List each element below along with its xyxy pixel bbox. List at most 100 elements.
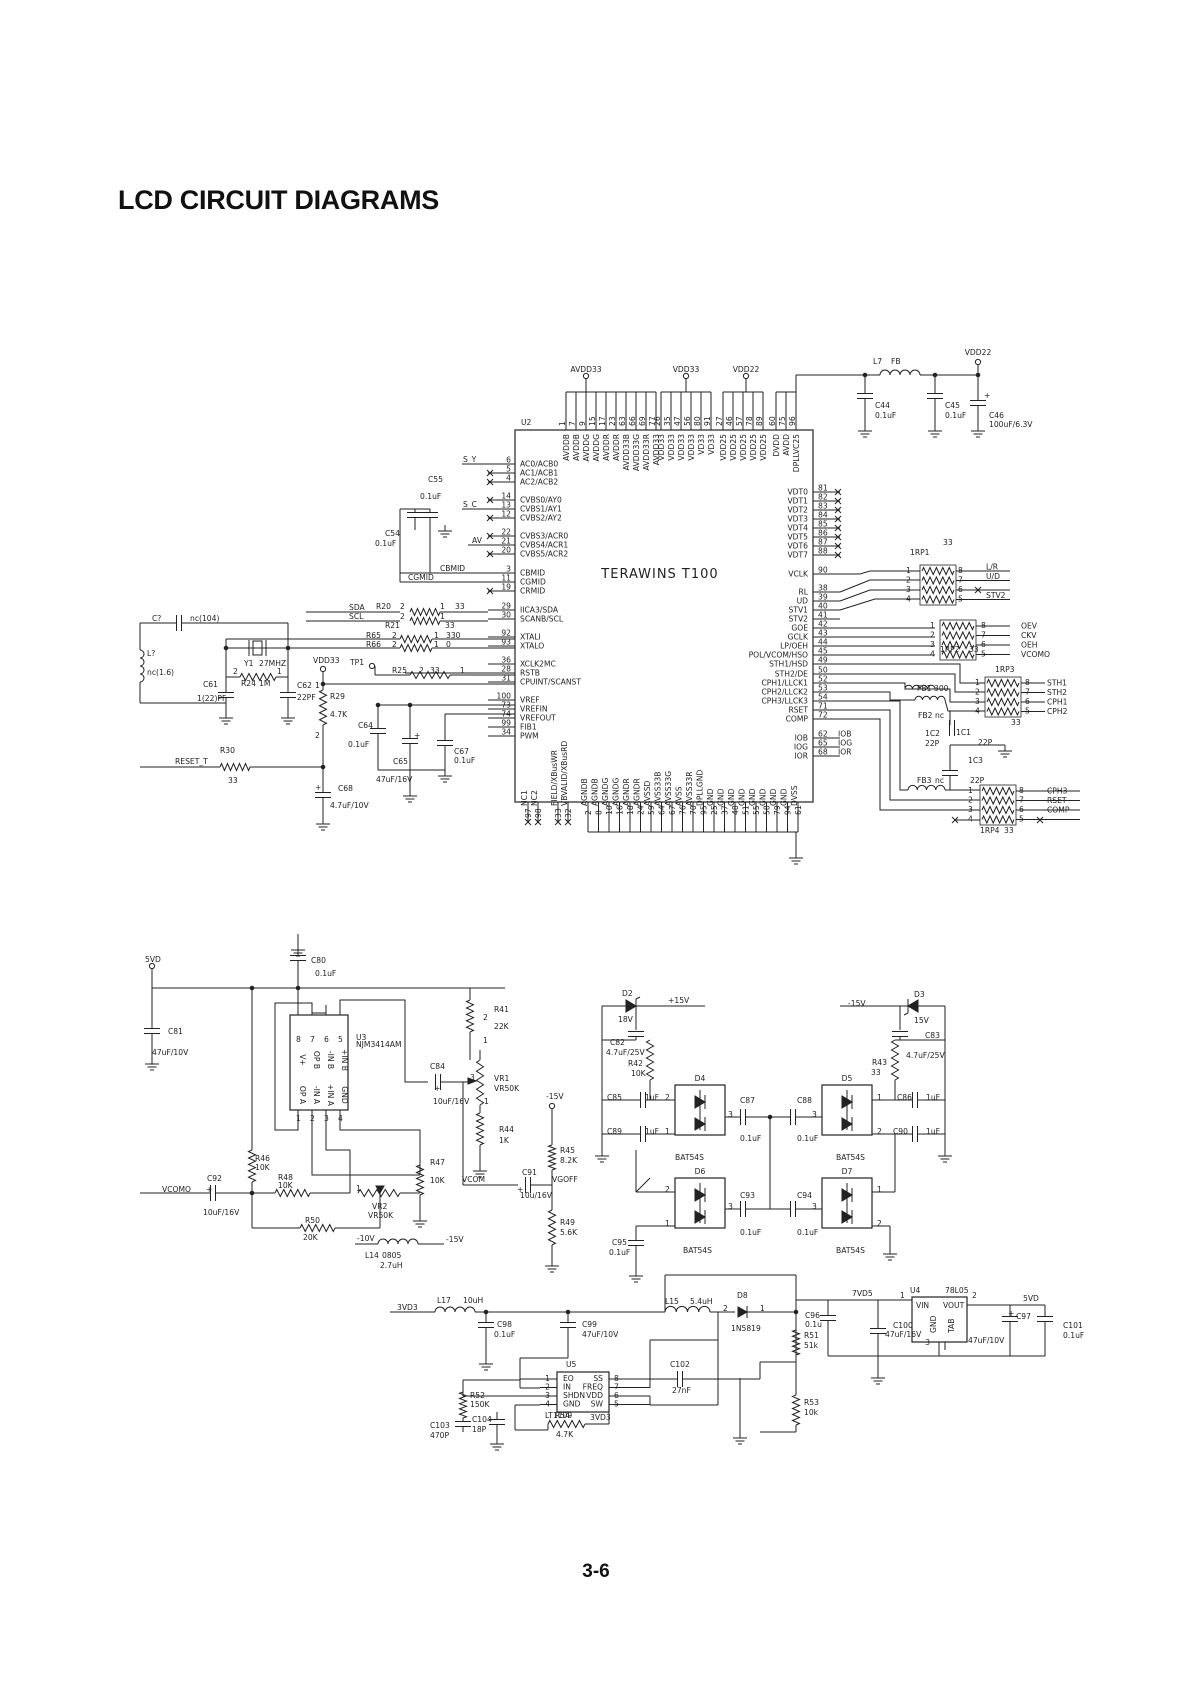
u2-bottom-pin-label: GND <box>738 788 747 806</box>
d6-pin: 1 <box>665 1219 670 1228</box>
c44-value: 0.1uF <box>875 411 896 420</box>
u2-chip-name: TERAWINS T100 <box>600 567 718 582</box>
no-connect-mark <box>534 818 542 826</box>
rp2-resistor-network <box>939 619 977 661</box>
r66-value: 0 <box>446 640 451 649</box>
u2-right-pin-number: 84 <box>818 511 828 520</box>
rp3-output-net: STH2 <box>1047 688 1067 697</box>
u2-top-pin-label: AVDD33 <box>652 434 661 465</box>
d7-pin: 2 <box>877 1219 882 1228</box>
l15-value: 5.4uH <box>690 1297 713 1306</box>
u2-top-pin-number: 63 <box>618 416 627 426</box>
rp3-output-net: CPH2 <box>1047 707 1068 716</box>
r25-value: 33 <box>430 666 440 675</box>
u4-pin-label: VOUT <box>943 1301 965 1310</box>
u5-pin-label: SW <box>591 1400 604 1409</box>
c88-ref: C88 <box>797 1096 812 1105</box>
u3-part: NJM3414AM <box>356 1040 402 1049</box>
vr1-pin-wiper: 3 <box>470 1073 475 1082</box>
u2-right-pin-label: GCLK <box>788 633 809 642</box>
d7-pin: 3 <box>812 1202 817 1211</box>
u2-bottom-pin-number: 18 <box>626 805 635 815</box>
r41-pin-b: 1 <box>483 1036 488 1045</box>
u2-left-pin-number: 21 <box>501 537 511 546</box>
d7-body <box>821 1177 873 1229</box>
u2-top-pin-label: AVDDR <box>602 433 611 461</box>
r47-resistor <box>415 1164 425 1196</box>
c86-value: 1uF <box>926 1093 940 1102</box>
u5-pin-label: SS <box>593 1374 603 1383</box>
u2-left-pin-number: 28 <box>501 665 511 674</box>
u2-right-pin-number: 72 <box>818 711 828 720</box>
power-rail-terminal <box>582 372 590 380</box>
u2-top-pin-number: 60 <box>768 416 777 426</box>
net-label-s-y: S_Y <box>463 455 477 464</box>
c82-ref: C82 <box>610 1038 625 1047</box>
fb3-value: nc <box>935 776 944 785</box>
vdd33-label: VDD33 <box>313 656 340 665</box>
u2-right-net-label: IOR <box>838 748 852 757</box>
d4-part: BAT54S <box>675 1153 704 1162</box>
r45-resistor <box>547 1144 557 1171</box>
u2-top-pin-number: 1 <box>558 421 567 426</box>
u2-left-pin-number: 31 <box>501 674 511 683</box>
u2-left-pin-label: SCANB/SCL <box>520 615 564 624</box>
wire <box>840 700 908 791</box>
u2-left-pin-number: 36 <box>501 656 511 665</box>
u3-pin-label: OP B <box>312 1051 321 1069</box>
u2-bottom-pin-number: 32 <box>564 808 573 818</box>
u2-bottom-pin-number: 79 <box>773 805 782 815</box>
rp4-resistor-network <box>979 784 1017 826</box>
u3-pin-label: -IN A <box>312 1086 321 1105</box>
u2-right-pin-label: IOR <box>795 752 809 761</box>
u2-bottom-pin-number: 98 <box>534 808 543 818</box>
c-unknown-ref: C? <box>152 614 161 623</box>
r29-resistor <box>318 689 328 726</box>
u2-left-pin-label: CVBS5/ACR2 <box>520 550 568 559</box>
u2-right-pin-number: 49 <box>818 656 828 665</box>
r41-resistor <box>465 999 475 1033</box>
u2-right-pin-label: CPH1/LLCK1 <box>761 679 808 688</box>
u2-bottom-pin-number: 61 <box>794 805 803 815</box>
u2-left-pin-label: CVBS1/AY1 <box>520 505 562 514</box>
d3-zener <box>907 999 919 1013</box>
u2-top-pin-number: 35 <box>663 416 672 426</box>
u2-left-pin-label: RSTB <box>520 669 540 678</box>
u2-bottom-pin-number: 24 <box>637 805 646 815</box>
c67-value: 0.1uF <box>454 756 475 765</box>
rp1-output-net: L/R <box>986 563 999 572</box>
u2-bottom-pin-label: GND <box>769 788 778 806</box>
u2-bottom-pin-number: 64 <box>658 805 667 815</box>
rp3-resistor-network <box>984 676 1022 718</box>
u2-top-pin-label: VDD25 <box>729 434 738 461</box>
r51-resistor <box>791 1329 801 1356</box>
u3-pin-label: V+ <box>298 1054 307 1066</box>
u2-top-pin-label: AVDD33R <box>642 433 651 470</box>
vdd22-label: VDD22 <box>965 348 992 357</box>
net-label-scl: SCL <box>349 612 364 621</box>
c97-value: 47uF/10V <box>968 1336 1005 1345</box>
d4-ref: D4 <box>695 1074 706 1083</box>
y1-value: 27MHZ <box>259 659 286 668</box>
l14-pkg: 0805 <box>382 1251 401 1260</box>
no-connect-mark <box>486 469 494 477</box>
r30-value: 33 <box>228 776 238 785</box>
r20-value: 33 <box>455 602 465 611</box>
u2-top-pin-number: 26 <box>653 416 662 426</box>
u2-right-pin-label: LP/OEH <box>780 642 808 651</box>
no-connect-mark <box>486 514 494 522</box>
net-label-7vd5: 7VD5 <box>852 1289 873 1298</box>
r53-ref: R53 <box>804 1398 819 1407</box>
r50-resistor <box>299 1223 336 1233</box>
r42-ref: R42 <box>628 1059 643 1068</box>
terminal-5vd <box>148 962 156 970</box>
no-connect-mark <box>834 524 842 532</box>
r54-ref: R54 <box>555 1411 570 1420</box>
u2-top-pin-label: VDD25 <box>759 434 768 461</box>
r24-resistor <box>239 672 277 682</box>
wire <box>840 718 980 811</box>
net-label-5vd-out: 5VD <box>1023 1294 1039 1303</box>
c96-ref: C96 <box>805 1311 820 1320</box>
vr2-potentiometer <box>357 1188 401 1198</box>
c97-ref: C97 <box>1016 1312 1031 1321</box>
